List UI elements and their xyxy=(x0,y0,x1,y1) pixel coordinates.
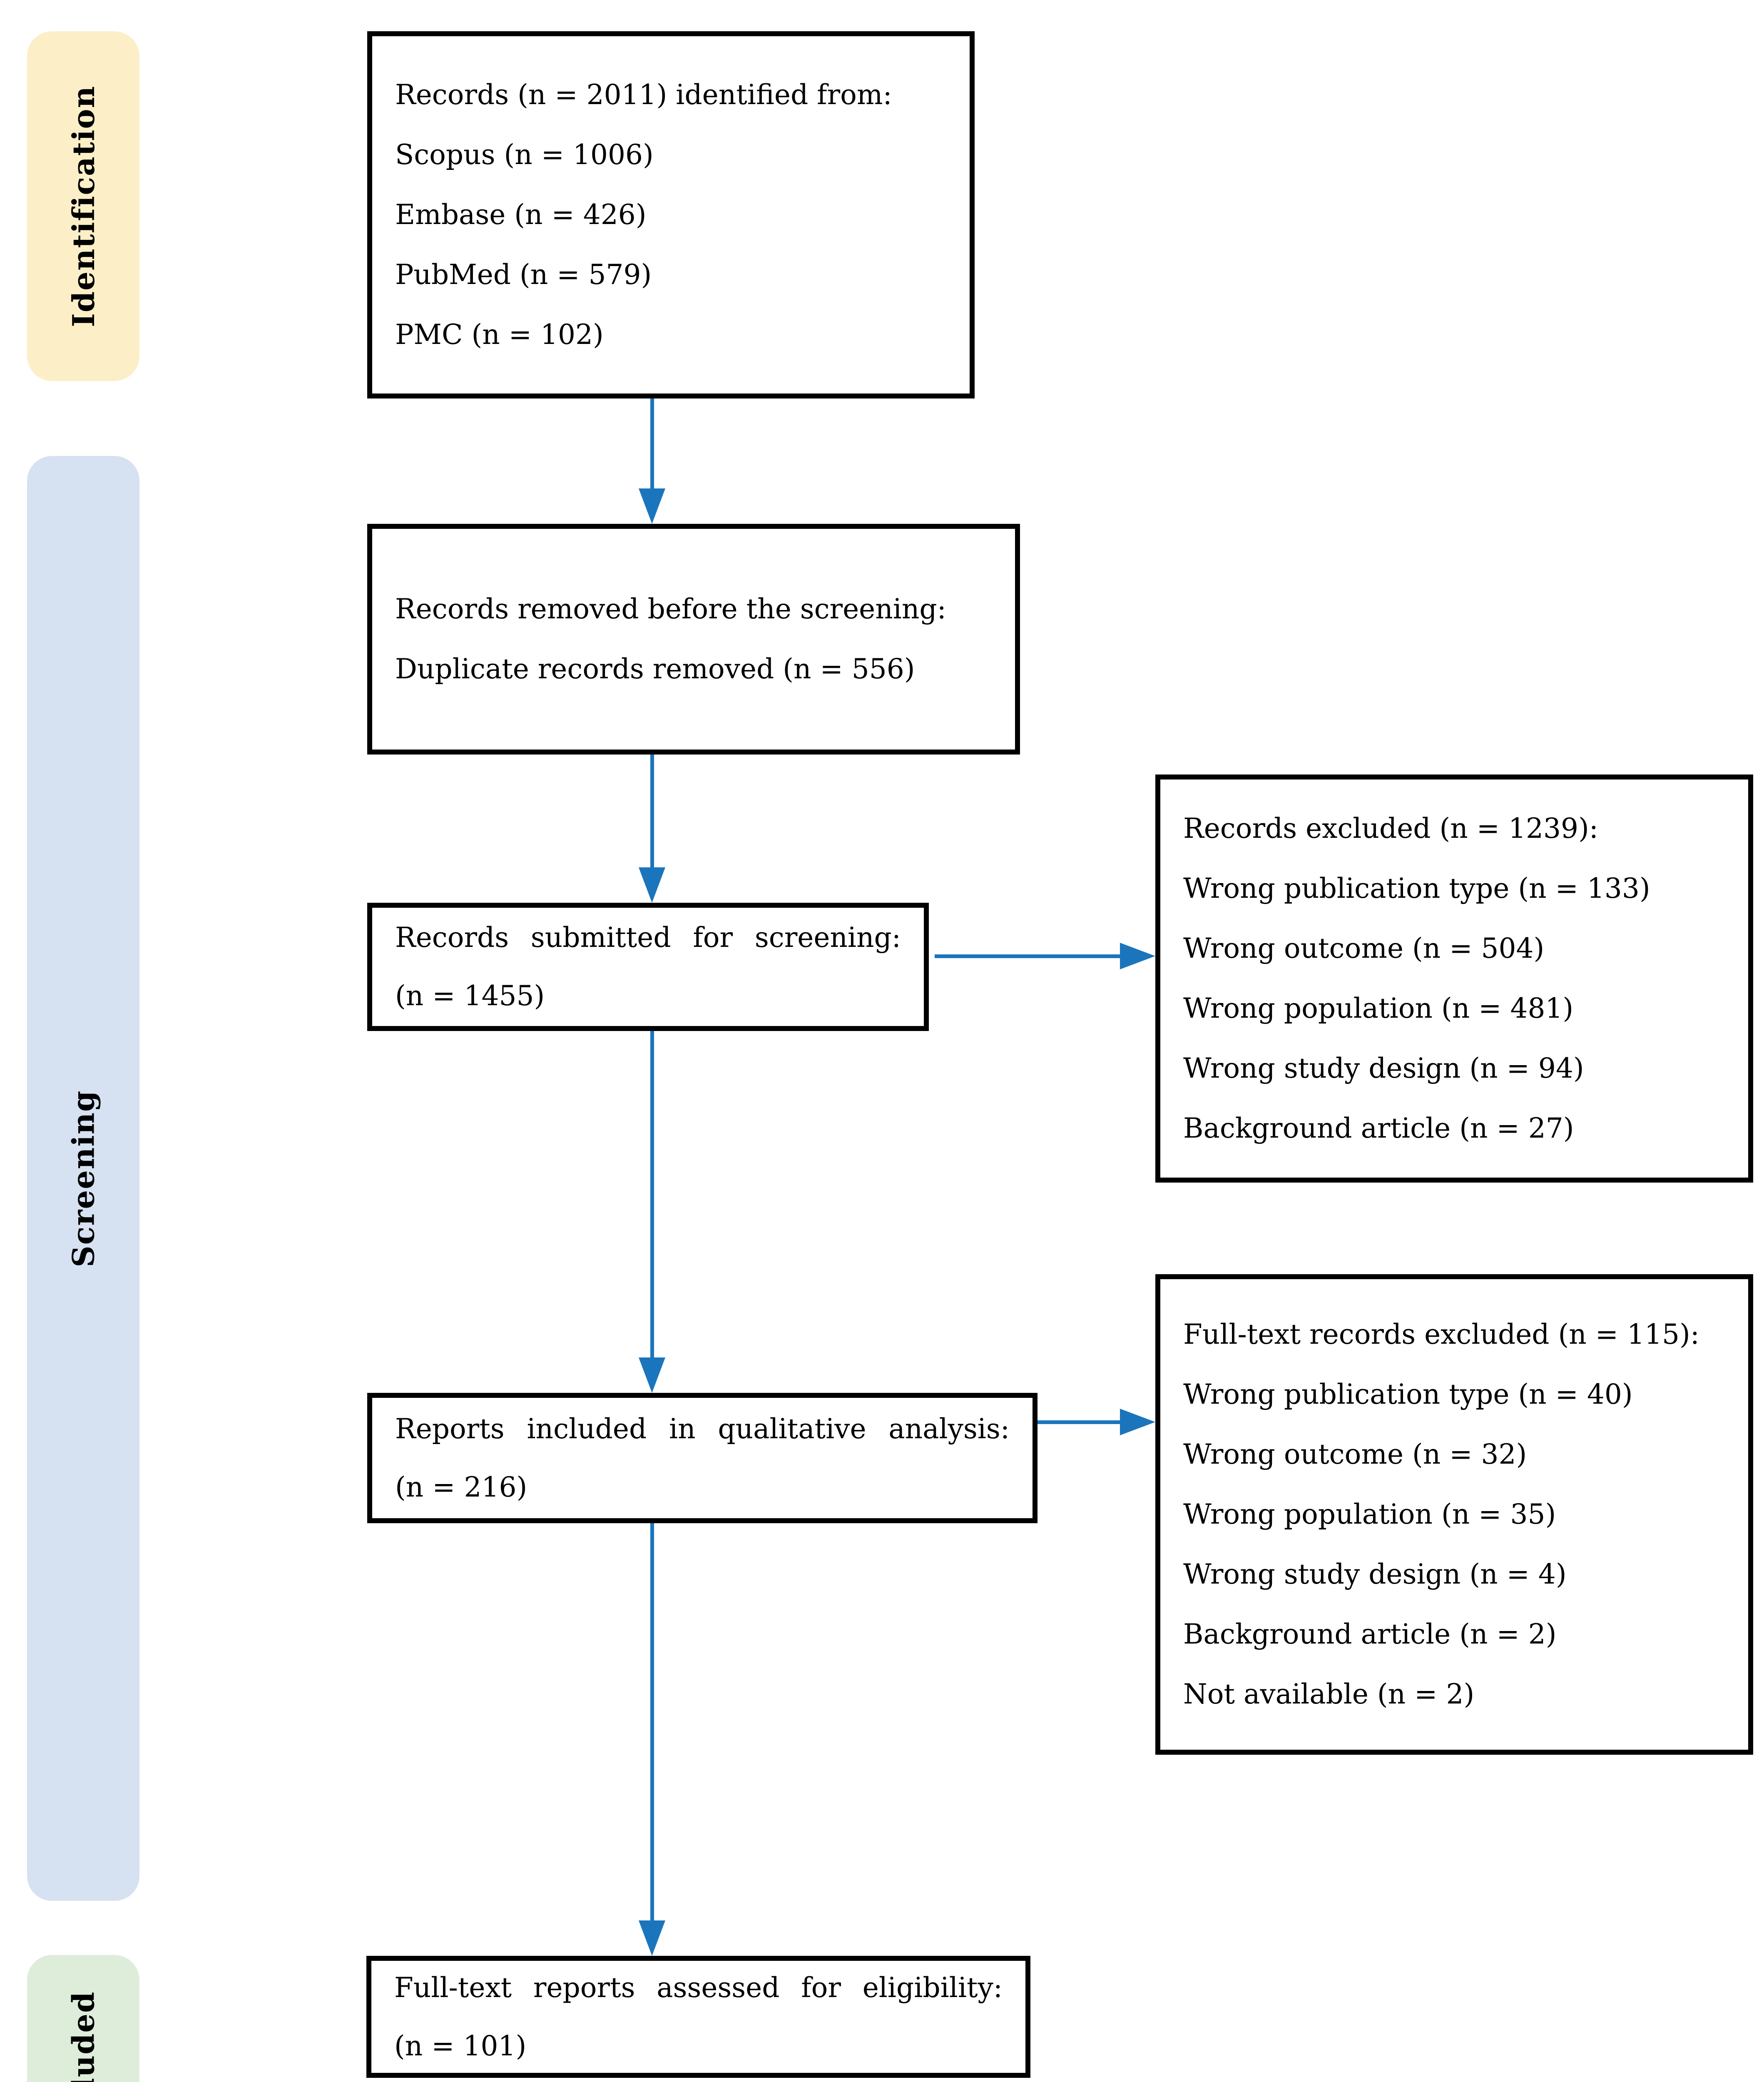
arrow-identified-to-removed-head-icon xyxy=(639,488,665,524)
box-line: Reports included in qualitative analysis… xyxy=(395,1412,1010,1445)
box-line: (n = 216) xyxy=(395,1471,527,1503)
stage-label-included: Included xyxy=(65,1991,101,2082)
box-line: Wrong study design (n = 4) xyxy=(1183,1558,1567,1590)
box-records-identified: Records (n = 2011) identified from: Scop… xyxy=(367,31,975,398)
stage-label-screening: Screening xyxy=(65,1090,101,1267)
box-line: Full-text reports assessed for eligibili… xyxy=(394,1971,1003,2004)
box-line: Background article (n = 27) xyxy=(1183,1112,1574,1144)
box-line: Wrong publication type (n = 133) xyxy=(1183,872,1650,904)
arrow-qualitative-to-eligibility-line xyxy=(650,1523,654,1920)
box-line: Records removed before the screening: xyxy=(395,593,946,625)
arrow-screening-to-qualitative-line xyxy=(650,1031,654,1357)
box-qualitative-analysis: Reports included in qualitative analysis… xyxy=(367,1393,1038,1523)
box-line: Wrong publication type (n = 40) xyxy=(1183,1378,1633,1410)
box-line: Background article (n = 2) xyxy=(1183,1618,1557,1650)
arrow-qualitative-to-eligibility-head-icon xyxy=(639,1920,665,1956)
box-line: Duplicate records removed (n = 556) xyxy=(395,653,915,685)
box-line: Records (n = 2011) identified from: xyxy=(395,79,892,111)
stage-label-identification: Identification xyxy=(65,85,101,327)
box-line: Wrong outcome (n = 504) xyxy=(1183,932,1545,964)
box-line: PubMed (n = 579) xyxy=(395,259,652,291)
box-line: PMC (n = 102) xyxy=(395,319,604,351)
box-records-removed: Records removed before the screening: Du… xyxy=(367,524,1020,755)
box-line: Not available (n = 2) xyxy=(1183,1678,1475,1710)
arrow-qualitative-to-fulltext-excluded-line xyxy=(1038,1420,1120,1424)
arrow-screening-to-excluded-line xyxy=(935,954,1120,958)
box-line: Wrong population (n = 481) xyxy=(1183,992,1574,1024)
box-line: Records excluded (n = 1239): xyxy=(1183,812,1598,844)
box-line: Wrong outcome (n = 32) xyxy=(1183,1438,1527,1470)
box-line: (n = 101) xyxy=(394,2030,527,2062)
stage-band-identification: Identification xyxy=(27,31,139,381)
box-records-submitted-screening: Records submitted for screening: (n = 14… xyxy=(367,903,929,1031)
arrow-qualitative-to-fulltext-excluded-head-icon xyxy=(1120,1409,1155,1435)
box-line: Records submitted for screening: xyxy=(395,921,901,954)
box-line: Full-text records excluded (n = 115): xyxy=(1183,1318,1699,1350)
box-records-excluded: Records excluded (n = 1239): Wrong publi… xyxy=(1155,775,1753,1183)
box-line: Wrong population (n = 35) xyxy=(1183,1498,1556,1530)
stage-band-screening: Screening xyxy=(27,456,139,1901)
box-fulltext-excluded: Full-text records excluded (n = 115): Wr… xyxy=(1155,1274,1753,1755)
box-line: (n = 1455) xyxy=(395,980,545,1012)
arrow-removed-to-screening-line xyxy=(650,755,654,867)
box-line: Wrong study design (n = 94) xyxy=(1183,1052,1584,1084)
arrow-removed-to-screening-head-icon xyxy=(639,867,665,903)
arrow-screening-to-qualitative-head-icon xyxy=(639,1357,665,1393)
arrow-identified-to-removed-line xyxy=(650,398,654,488)
stage-band-included: Included xyxy=(27,1955,139,2082)
box-line: Embase (n = 426) xyxy=(395,199,647,231)
arrow-screening-to-excluded-head-icon xyxy=(1120,943,1155,969)
box-line: Scopus (n = 1006) xyxy=(395,139,654,171)
box-eligibility-assessed: Full-text reports assessed for eligibili… xyxy=(366,1956,1030,2078)
